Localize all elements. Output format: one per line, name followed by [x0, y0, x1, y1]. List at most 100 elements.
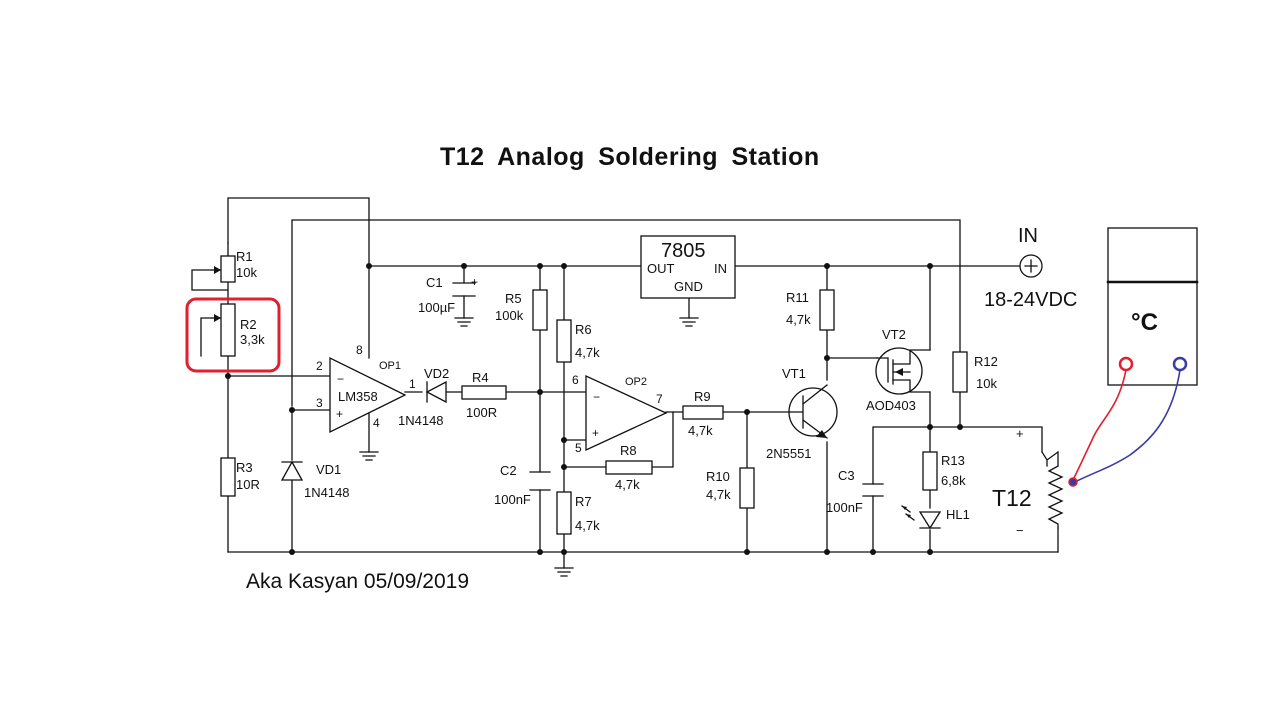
r7-ref: R7 [575, 494, 592, 509]
opamp-op2: OP2 − + 6 5 7 [572, 373, 668, 455]
resistor-r12: R12 10k [952, 351, 998, 393]
r6-value: 4,7k [575, 345, 600, 360]
diagram-title: T12 Analog Soldering Station [440, 143, 820, 171]
op1-pin1: 1 [409, 377, 416, 391]
vt1-ref: VT1 [782, 366, 806, 381]
r5-value: 100k [495, 308, 524, 323]
power-in-label: IN [1018, 225, 1038, 247]
vd1-value: 1N4148 [304, 485, 350, 500]
r1-value: 10k [236, 265, 257, 280]
power-voltage: 18-24VDC [984, 289, 1077, 311]
c2-ref: C2 [500, 463, 517, 478]
wires [191, 197, 1058, 569]
r3-value: 10R [236, 477, 260, 492]
r13-value: 6,8k [941, 473, 966, 488]
opamp-op1: LM358 OP1 − + 2 3 8 4 1 [316, 343, 416, 434]
r4-ref: R4 [472, 370, 489, 385]
resistor-r13: R13 6,8k [922, 451, 966, 491]
c2-value: 100nF [494, 492, 531, 507]
resistor-r10: R10 4,7k [706, 467, 755, 509]
op2-minus-sign: − [593, 390, 600, 404]
resistor-r3: R3 10R [220, 457, 260, 497]
capacitor-c1: C1 100µF + [418, 275, 478, 315]
regulator-gnd: GND [674, 279, 703, 294]
r6-ref: R6 [575, 322, 592, 337]
t12-plus: + [1016, 426, 1024, 441]
op1-ref: OP1 [379, 360, 401, 372]
regulator-in: IN [714, 261, 727, 276]
op1-pin8: 8 [356, 343, 363, 357]
resistor-r2: R2 3,3k [185, 297, 281, 373]
meter-unit: °C [1131, 309, 1158, 336]
t12-tip: + − T12 [992, 426, 1064, 538]
ground-symbol-r7 [554, 567, 574, 577]
r2-highlight-box [185, 297, 281, 373]
op1-pin2: 2 [316, 359, 323, 373]
vt2-ref: VT2 [882, 327, 906, 342]
temperature-meter: °C [1106, 227, 1199, 386]
c3-value: 100nF [826, 500, 863, 515]
resistor-r4: R4 100R [461, 370, 507, 420]
vt2-part: AOD403 [866, 398, 916, 413]
r13-ref: R13 [941, 453, 965, 468]
transistor-vt1: VT1 2N5551 [766, 366, 838, 461]
ground-symbol-c1 [454, 317, 474, 327]
op1-pin4: 4 [373, 416, 380, 430]
op2-pin6: 6 [572, 373, 579, 387]
junction-dots [225, 263, 963, 555]
r5-ref: R5 [505, 291, 522, 306]
t12-minus: − [1016, 523, 1024, 538]
resistor-r1: R1 10k [211, 249, 257, 283]
regulator-part: 7805 [661, 240, 706, 262]
diode-vd2: VD2 1N4148 [398, 366, 449, 428]
op2-pin5: 5 [575, 441, 582, 455]
diode-vd1: VD1 1N4148 [280, 460, 350, 500]
c3-ref: C3 [838, 468, 855, 483]
led-hl1: HL1 [901, 505, 970, 530]
capacitor-c2: C2 100nF [494, 463, 551, 507]
power-input: IN 18-24VDC [984, 225, 1077, 311]
r7-value: 4,7k [575, 518, 600, 533]
hl1-ref: HL1 [946, 507, 970, 522]
transistor-vt2: VT2 AOD403 [866, 327, 931, 413]
t12-label: T12 [992, 485, 1032, 511]
c1-value: 100µF [418, 300, 455, 315]
op2-pin7: 7 [656, 392, 663, 406]
resistor-r6: R6 4,7k [556, 319, 600, 363]
r12-value: 10k [976, 376, 997, 391]
r2-value: 3,3k [240, 332, 265, 347]
r10-ref: R10 [706, 469, 730, 484]
c1-ref: C1 [426, 275, 443, 290]
probe-wires [1068, 369, 1181, 487]
op2-ref: OP2 [625, 376, 647, 388]
author-credit: Aka Kasyan 05/09/2019 [246, 570, 469, 593]
vd2-ref: VD2 [424, 366, 449, 381]
resistor-r8: R8 4,7k [605, 443, 653, 492]
vd1-ref: VD1 [316, 462, 341, 477]
op1-part: LM358 [338, 389, 378, 404]
r8-ref: R8 [620, 443, 637, 458]
resistor-r11: R11 4,7k [786, 289, 835, 331]
r9-ref: R9 [694, 389, 711, 404]
resistor-r5: R5 100k [495, 289, 548, 331]
meter-terminal-blue [1172, 356, 1188, 372]
op1-plus-sign: + [336, 407, 343, 421]
vt1-part: 2N5551 [766, 446, 812, 461]
c1-plus: + [471, 275, 478, 289]
regulator-out: OUT [647, 261, 675, 276]
r3-ref: R3 [236, 460, 253, 475]
ground-symbol-regulator [679, 317, 699, 327]
r10-value: 4,7k [706, 487, 731, 502]
op1-pin3: 3 [316, 396, 323, 410]
r2-ref: R2 [240, 317, 257, 332]
capacitor-c3: C3 100nF [826, 468, 884, 515]
r11-value: 4,7k [786, 312, 811, 327]
r8-value: 4,7k [615, 477, 640, 492]
r4-value: 100R [466, 405, 497, 420]
r11-ref: R11 [786, 290, 809, 305]
op2-plus-sign: + [592, 426, 599, 440]
r9-value: 4,7k [688, 423, 713, 438]
resistor-r7: R7 4,7k [556, 491, 600, 535]
r12-ref: R12 [974, 354, 998, 369]
